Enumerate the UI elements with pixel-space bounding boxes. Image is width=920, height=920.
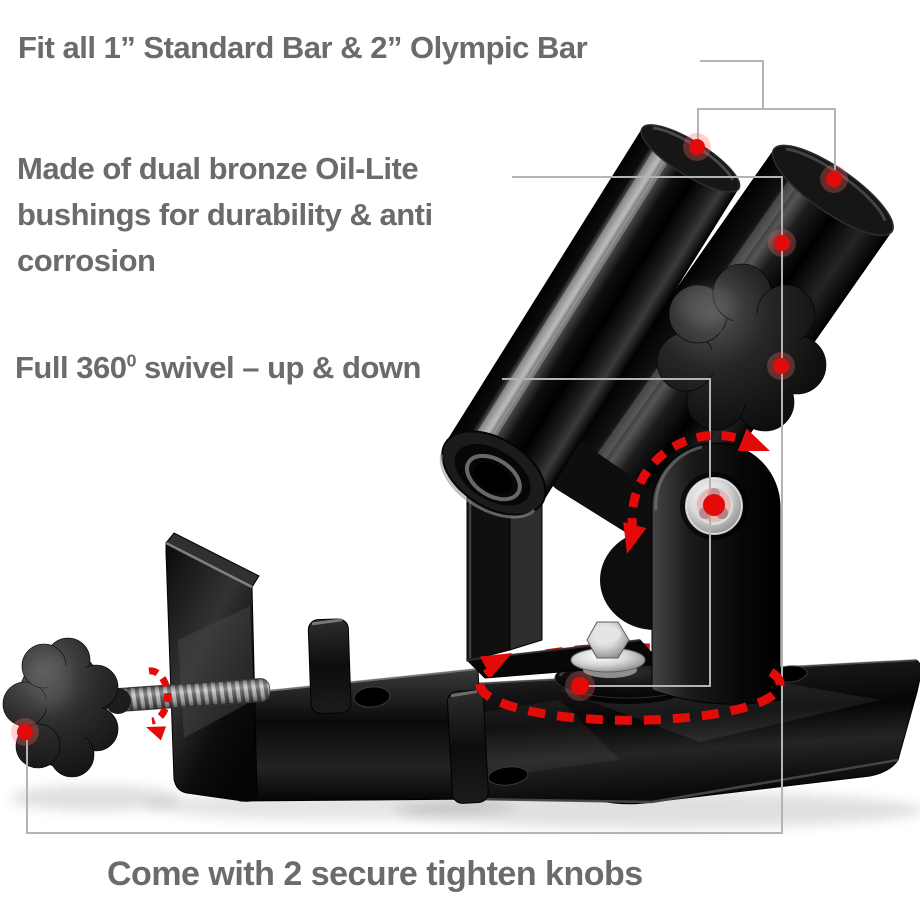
yoke-bolt	[570, 621, 646, 678]
rotation-arc-vertical	[627, 430, 760, 533]
marker-dot-clamp-knob	[11, 718, 39, 746]
bronze-bushing	[465, 453, 522, 502]
strip-hole	[353, 686, 391, 708]
callout-bushings-line3: corrosion	[17, 243, 156, 278]
callout-swivel-suffix: swivel – up & down	[135, 350, 421, 385]
plate-hole	[487, 766, 529, 786]
callout-tighten-knobs: Come with 2 secure tighten knobs	[107, 855, 643, 893]
callout-lines	[26, 60, 836, 834]
marker-dot-pivot-bolt	[697, 488, 731, 522]
hook-tab-front	[447, 689, 489, 804]
callout-line-bushings-and-knobs	[26, 176, 783, 834]
rotation-arcs	[148, 430, 785, 725]
marker-dot-gear-knob	[767, 352, 795, 380]
callout-line-swivel	[502, 378, 711, 687]
marker-dot-olympic-bar	[820, 165, 848, 193]
marker-dot-bushing	[768, 229, 796, 257]
callout-fit-bars: Fit all 1” Standard Bar & 2” Olympic Bar	[18, 30, 588, 65]
clamp-bracket	[165, 532, 260, 802]
bar-tube-standard	[439, 124, 741, 519]
callout-swivel-superscript: 0	[126, 350, 136, 371]
callout-line-fit-bars	[697, 60, 836, 170]
callout-bushings-line1: Made of dual bronze Oil-Lite	[17, 151, 419, 186]
rotation-arc-horizontal	[475, 668, 785, 725]
hook-tab-rear	[307, 618, 352, 715]
knob-rotation-arc	[148, 667, 172, 725]
clamp-base	[239, 618, 485, 802]
marker-dot-swivel-base	[565, 671, 595, 701]
callout-bushings-line2: bushings for durability & anti	[17, 197, 433, 232]
clamp-knob	[2, 637, 131, 778]
tube-opening	[439, 430, 547, 519]
pivot-arm	[651, 442, 781, 705]
marker-dots	[11, 133, 848, 746]
callout-bushings: Made of dual bronze Oil-Lite bushings fo…	[17, 146, 433, 284]
marker-dot-standard-bar	[683, 133, 711, 161]
callout-swivel-prefix: Full 360	[15, 350, 127, 385]
callout-swivel: Full 3600 swivel – up & down	[15, 350, 421, 386]
